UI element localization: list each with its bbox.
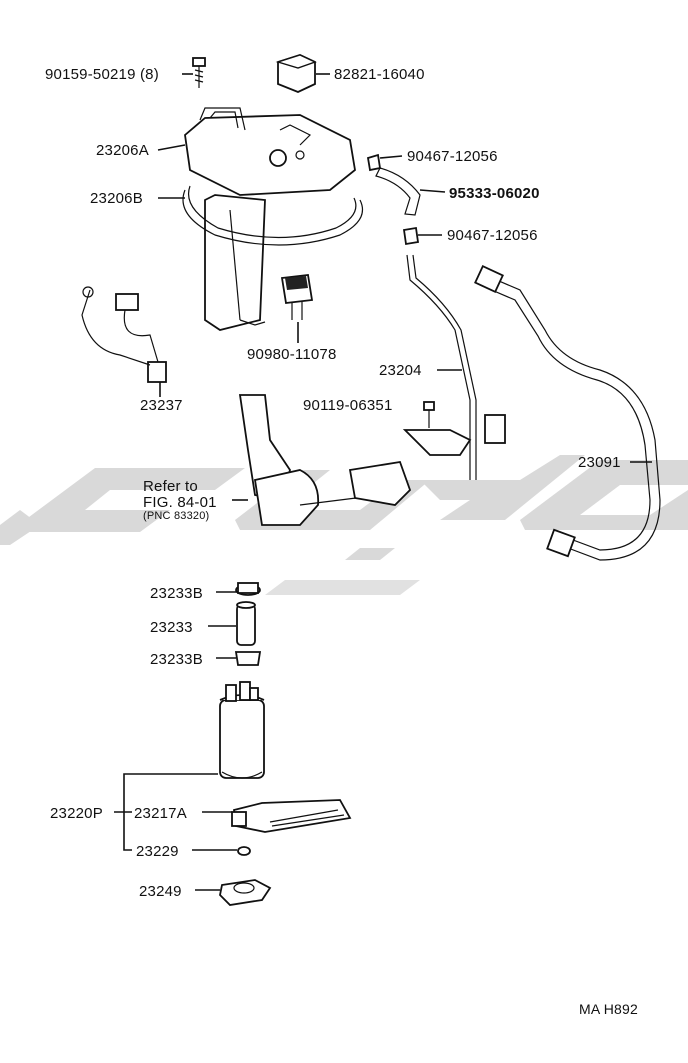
diagram-code: MA H892: [579, 1001, 638, 1017]
gasket-icon: [182, 185, 364, 246]
part-number-cap: 82821-16040: [334, 66, 425, 83]
fuel-sender-gauge-icon: [238, 394, 412, 526]
part-number-fuel-hose: 23091: [578, 454, 621, 471]
hose-icon: [375, 167, 421, 216]
part-number-filter: 23217A: [134, 805, 187, 822]
part-number-screw: 90119-06351: [303, 397, 393, 414]
refer-pnc-text: (PNC 83320): [143, 510, 210, 522]
fuel-filter-icon: [231, 799, 352, 833]
clip-icon: [237, 846, 251, 856]
part-number-fuel-pipe: 23204: [379, 362, 422, 379]
part-number-wire-harness: 23237: [140, 397, 183, 414]
part-number-cushion: 23233: [150, 619, 193, 636]
fuel-hose-icon: [474, 264, 661, 561]
cushion-ring-icon: [234, 651, 262, 666]
part-number-bolt: 90159-50219 (8): [45, 66, 159, 83]
screw-icon: [423, 401, 435, 428]
part-number-fuel-pump: 23220P: [50, 805, 103, 822]
part-number-gasket-b: 23206B: [90, 190, 143, 207]
fuel-pipe-icon: [402, 254, 506, 480]
part-number-connector: 90980-11078: [247, 346, 337, 363]
bolt-icon: [192, 57, 206, 88]
part-number-bracket: 23249: [139, 883, 182, 900]
refer-figure-text: FIG. 84-01: [143, 494, 217, 511]
connector-icon: [280, 274, 314, 320]
part-number-clamp-top: 90467-12056: [407, 148, 498, 165]
hose-clamp-icon: [366, 153, 382, 172]
fuel-pump-bracket-icon: [184, 107, 356, 331]
pump-bracket-icon: [219, 879, 272, 906]
part-number-hose: 95333-06020: [449, 185, 540, 202]
watermark-logo: [0, 455, 688, 595]
part-number-cushion-b-bottom: 23233B: [150, 651, 203, 668]
cushion-ring-icon: [235, 582, 261, 596]
hose-clamp-icon: [402, 226, 420, 246]
part-number-clip: 23229: [136, 843, 179, 860]
refer-to-text: Refer to: [143, 478, 198, 495]
wire-harness-icon: [81, 286, 167, 383]
part-number-gasket-a: 23206A: [96, 142, 149, 159]
cushion-sleeve-icon: [236, 601, 256, 646]
fuel-pump-icon: [219, 681, 265, 779]
part-number-clamp-bottom: 90467-12056: [447, 227, 538, 244]
cap-icon: [275, 54, 317, 93]
part-number-cushion-b-top: 23233B: [150, 585, 203, 602]
